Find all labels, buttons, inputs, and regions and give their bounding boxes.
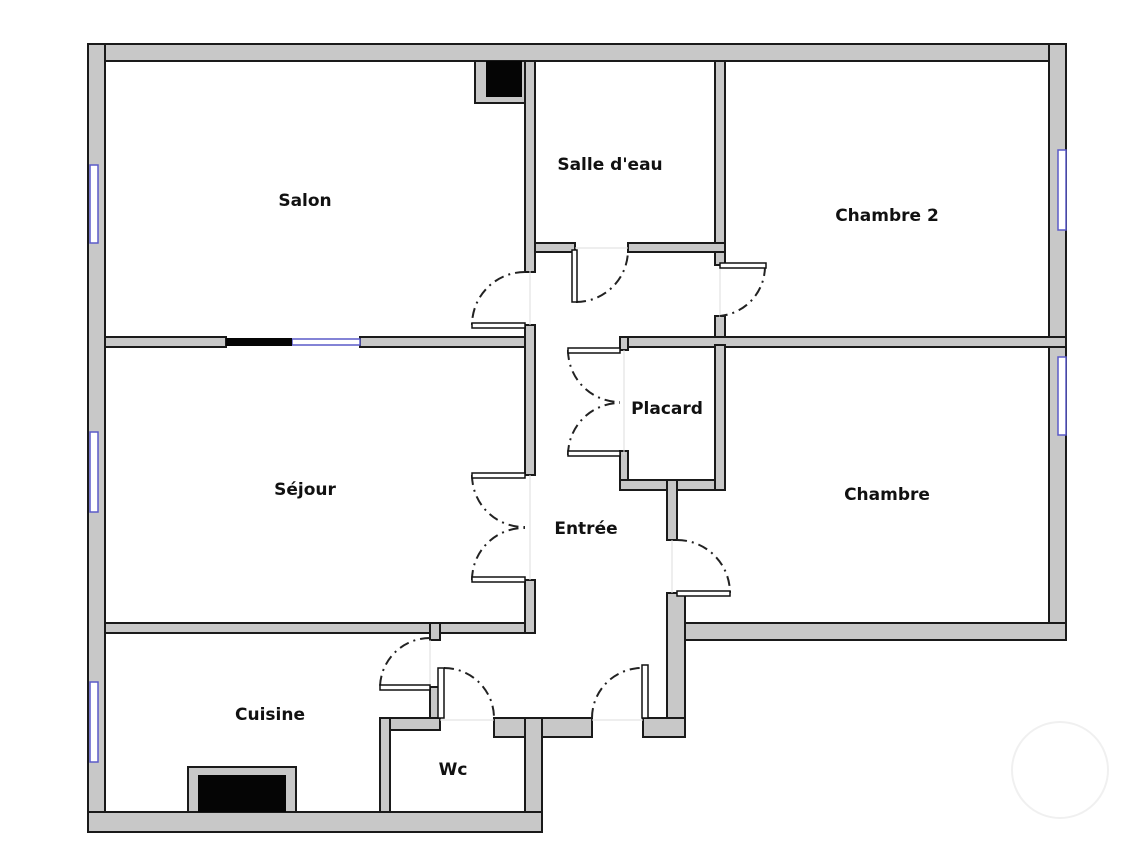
room-label-chambre-2: Chambre 2 bbox=[835, 206, 939, 226]
wall-segment bbox=[87, 811, 543, 833]
door-openings bbox=[429, 247, 721, 721]
wall-segment bbox=[666, 479, 678, 541]
wall-segment bbox=[524, 60, 536, 273]
door-swing-salon bbox=[471, 271, 526, 326]
sliding-panel bbox=[226, 338, 292, 346]
window bbox=[89, 164, 99, 244]
wall-segment bbox=[534, 242, 576, 253]
window bbox=[1057, 356, 1067, 436]
door-swing-chambre bbox=[676, 539, 731, 594]
wall-segment bbox=[104, 336, 227, 348]
room-label-chambre: Chambre bbox=[844, 485, 930, 505]
wall-segment bbox=[714, 344, 726, 491]
doors bbox=[379, 249, 767, 719]
window bbox=[89, 681, 99, 763]
wall-segment bbox=[429, 622, 441, 641]
wall-segment bbox=[714, 60, 726, 266]
wall-segment bbox=[524, 579, 536, 634]
door-swing-sejour-top bbox=[471, 474, 526, 529]
room-label-entree: Entrée bbox=[554, 519, 617, 539]
wall-segment bbox=[666, 592, 686, 738]
door-swing-sejour-bottom bbox=[471, 526, 526, 581]
room-label-wc: Wc bbox=[439, 760, 468, 780]
door-swing-wc bbox=[443, 667, 495, 719]
window bbox=[89, 431, 99, 513]
wall-segment bbox=[627, 242, 726, 253]
door-swing-salle-deau bbox=[575, 249, 629, 303]
wall-segment bbox=[359, 336, 536, 348]
window bbox=[1057, 149, 1067, 231]
room-label-cuisine: Cuisine bbox=[235, 705, 305, 725]
wall-segment bbox=[666, 622, 1067, 641]
chimney-duct bbox=[486, 61, 522, 97]
wall-segment bbox=[642, 717, 686, 738]
room-label-sejour: Séjour bbox=[274, 480, 336, 500]
wall-segment bbox=[524, 324, 536, 476]
door-swing-placard-bottom bbox=[567, 402, 621, 456]
sliding-opening bbox=[291, 338, 361, 346]
watermark bbox=[1011, 721, 1109, 819]
room-label-salle-deau: Salle d'eau bbox=[557, 155, 662, 175]
room-label-placard: Placard bbox=[631, 399, 703, 419]
fixtures bbox=[187, 60, 526, 813]
door-swing-entrance bbox=[591, 667, 643, 719]
wall-segment bbox=[87, 43, 1067, 62]
room-label-salon: Salon bbox=[278, 191, 331, 211]
door-swing-chambre2 bbox=[719, 265, 767, 317]
walls bbox=[87, 43, 1067, 833]
kitchen-appliance bbox=[198, 775, 286, 812]
windows bbox=[89, 149, 1067, 763]
door-swing-placard-top bbox=[567, 349, 621, 403]
door-swing-cuisine bbox=[379, 637, 431, 689]
wall-segment bbox=[619, 336, 1067, 348]
wall-segment bbox=[104, 622, 536, 634]
wall-segment bbox=[619, 336, 629, 351]
